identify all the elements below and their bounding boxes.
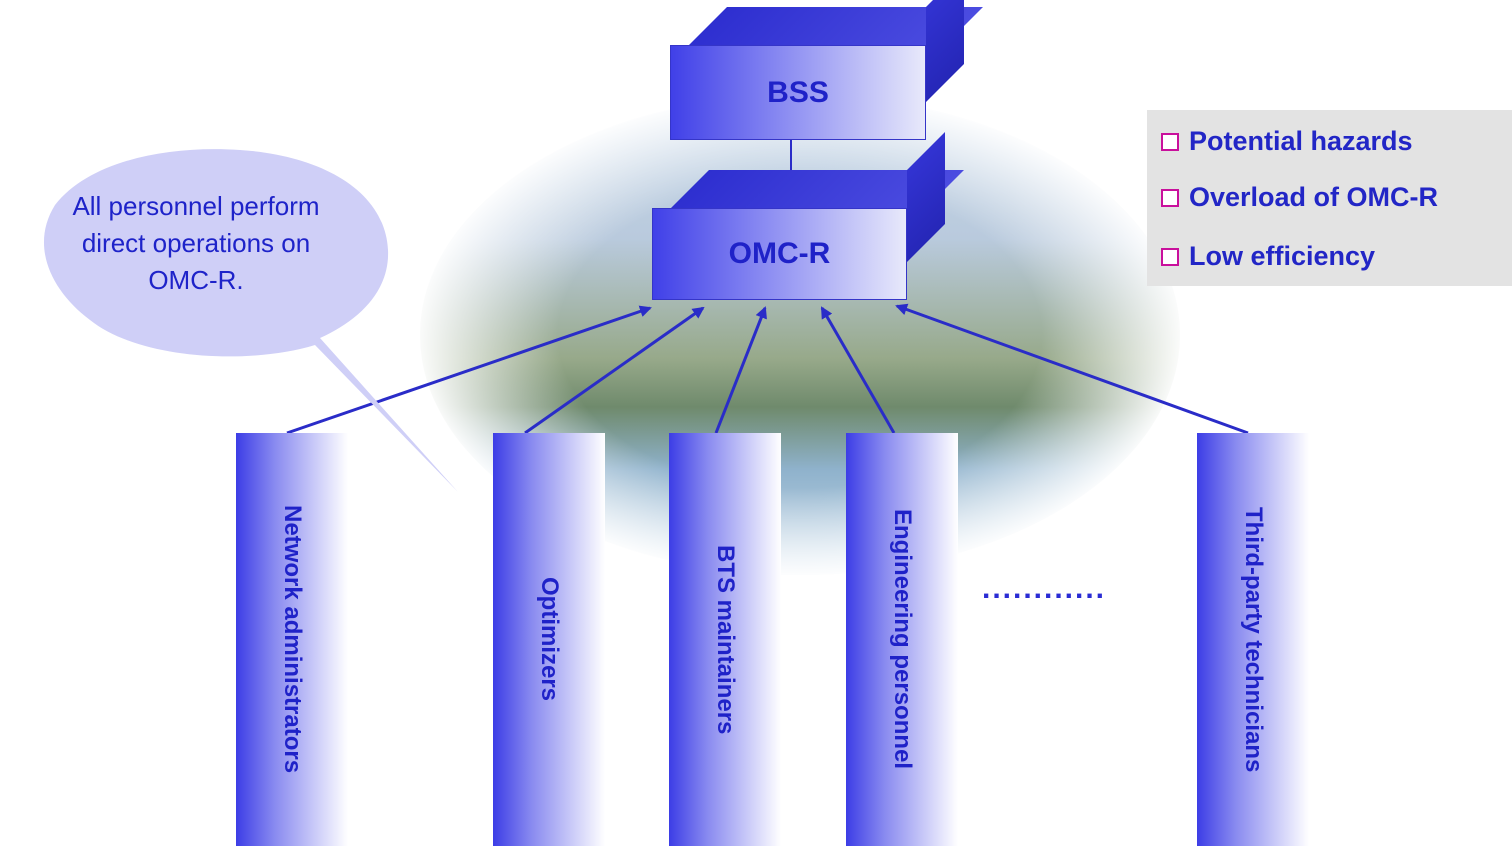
bss-box-front — [670, 45, 926, 140]
role-label: Network administrators — [279, 505, 306, 774]
role-label: Optimizers — [536, 577, 563, 702]
ellipsis: ............ — [982, 572, 1107, 605]
hazard-item: Low efficiency — [1161, 241, 1375, 272]
bss-label: BSS — [767, 75, 829, 109]
role-bar-optimizers: Optimizers — [493, 433, 605, 846]
bss-box: BSS — [670, 0, 983, 140]
omc-r-label: OMC-R — [728, 237, 831, 270]
checkbox-icon — [1161, 188, 1179, 207]
omc-r-box: OMC-R — [652, 132, 964, 300]
role-bar-bts-maintainers: BTS maintainers — [669, 433, 781, 846]
arrow-network-admins — [286, 305, 652, 435]
callout-text: All personnel perform direct operations … — [72, 191, 320, 295]
omc-box-front — [652, 208, 907, 300]
arrow-bts-maintainers — [714, 306, 767, 434]
role-label: Third-party technicians — [1240, 506, 1267, 773]
role-bar-third-party-technicians: Third-party technicians — [1197, 433, 1309, 846]
checkbox-icon — [1161, 132, 1179, 151]
hazard-item: Overload of OMC-R — [1161, 182, 1438, 213]
role-label: Engineering personnel — [889, 509, 916, 770]
arrow-third-party — [895, 303, 1249, 435]
role-label: BTS maintainers — [712, 544, 739, 735]
arrow-optimizers — [524, 306, 705, 435]
hazard-item: Potential hazards — [1161, 126, 1413, 157]
hazards-panel: Potential hazards Overload of OMC-R Low … — [1147, 110, 1512, 286]
role-bar-network-administrators: Network administrators — [236, 433, 348, 846]
arrow-engineering — [820, 306, 896, 434]
checkbox-icon — [1161, 247, 1179, 266]
role-bar-engineering-personnel: Engineering personnel — [846, 433, 958, 846]
